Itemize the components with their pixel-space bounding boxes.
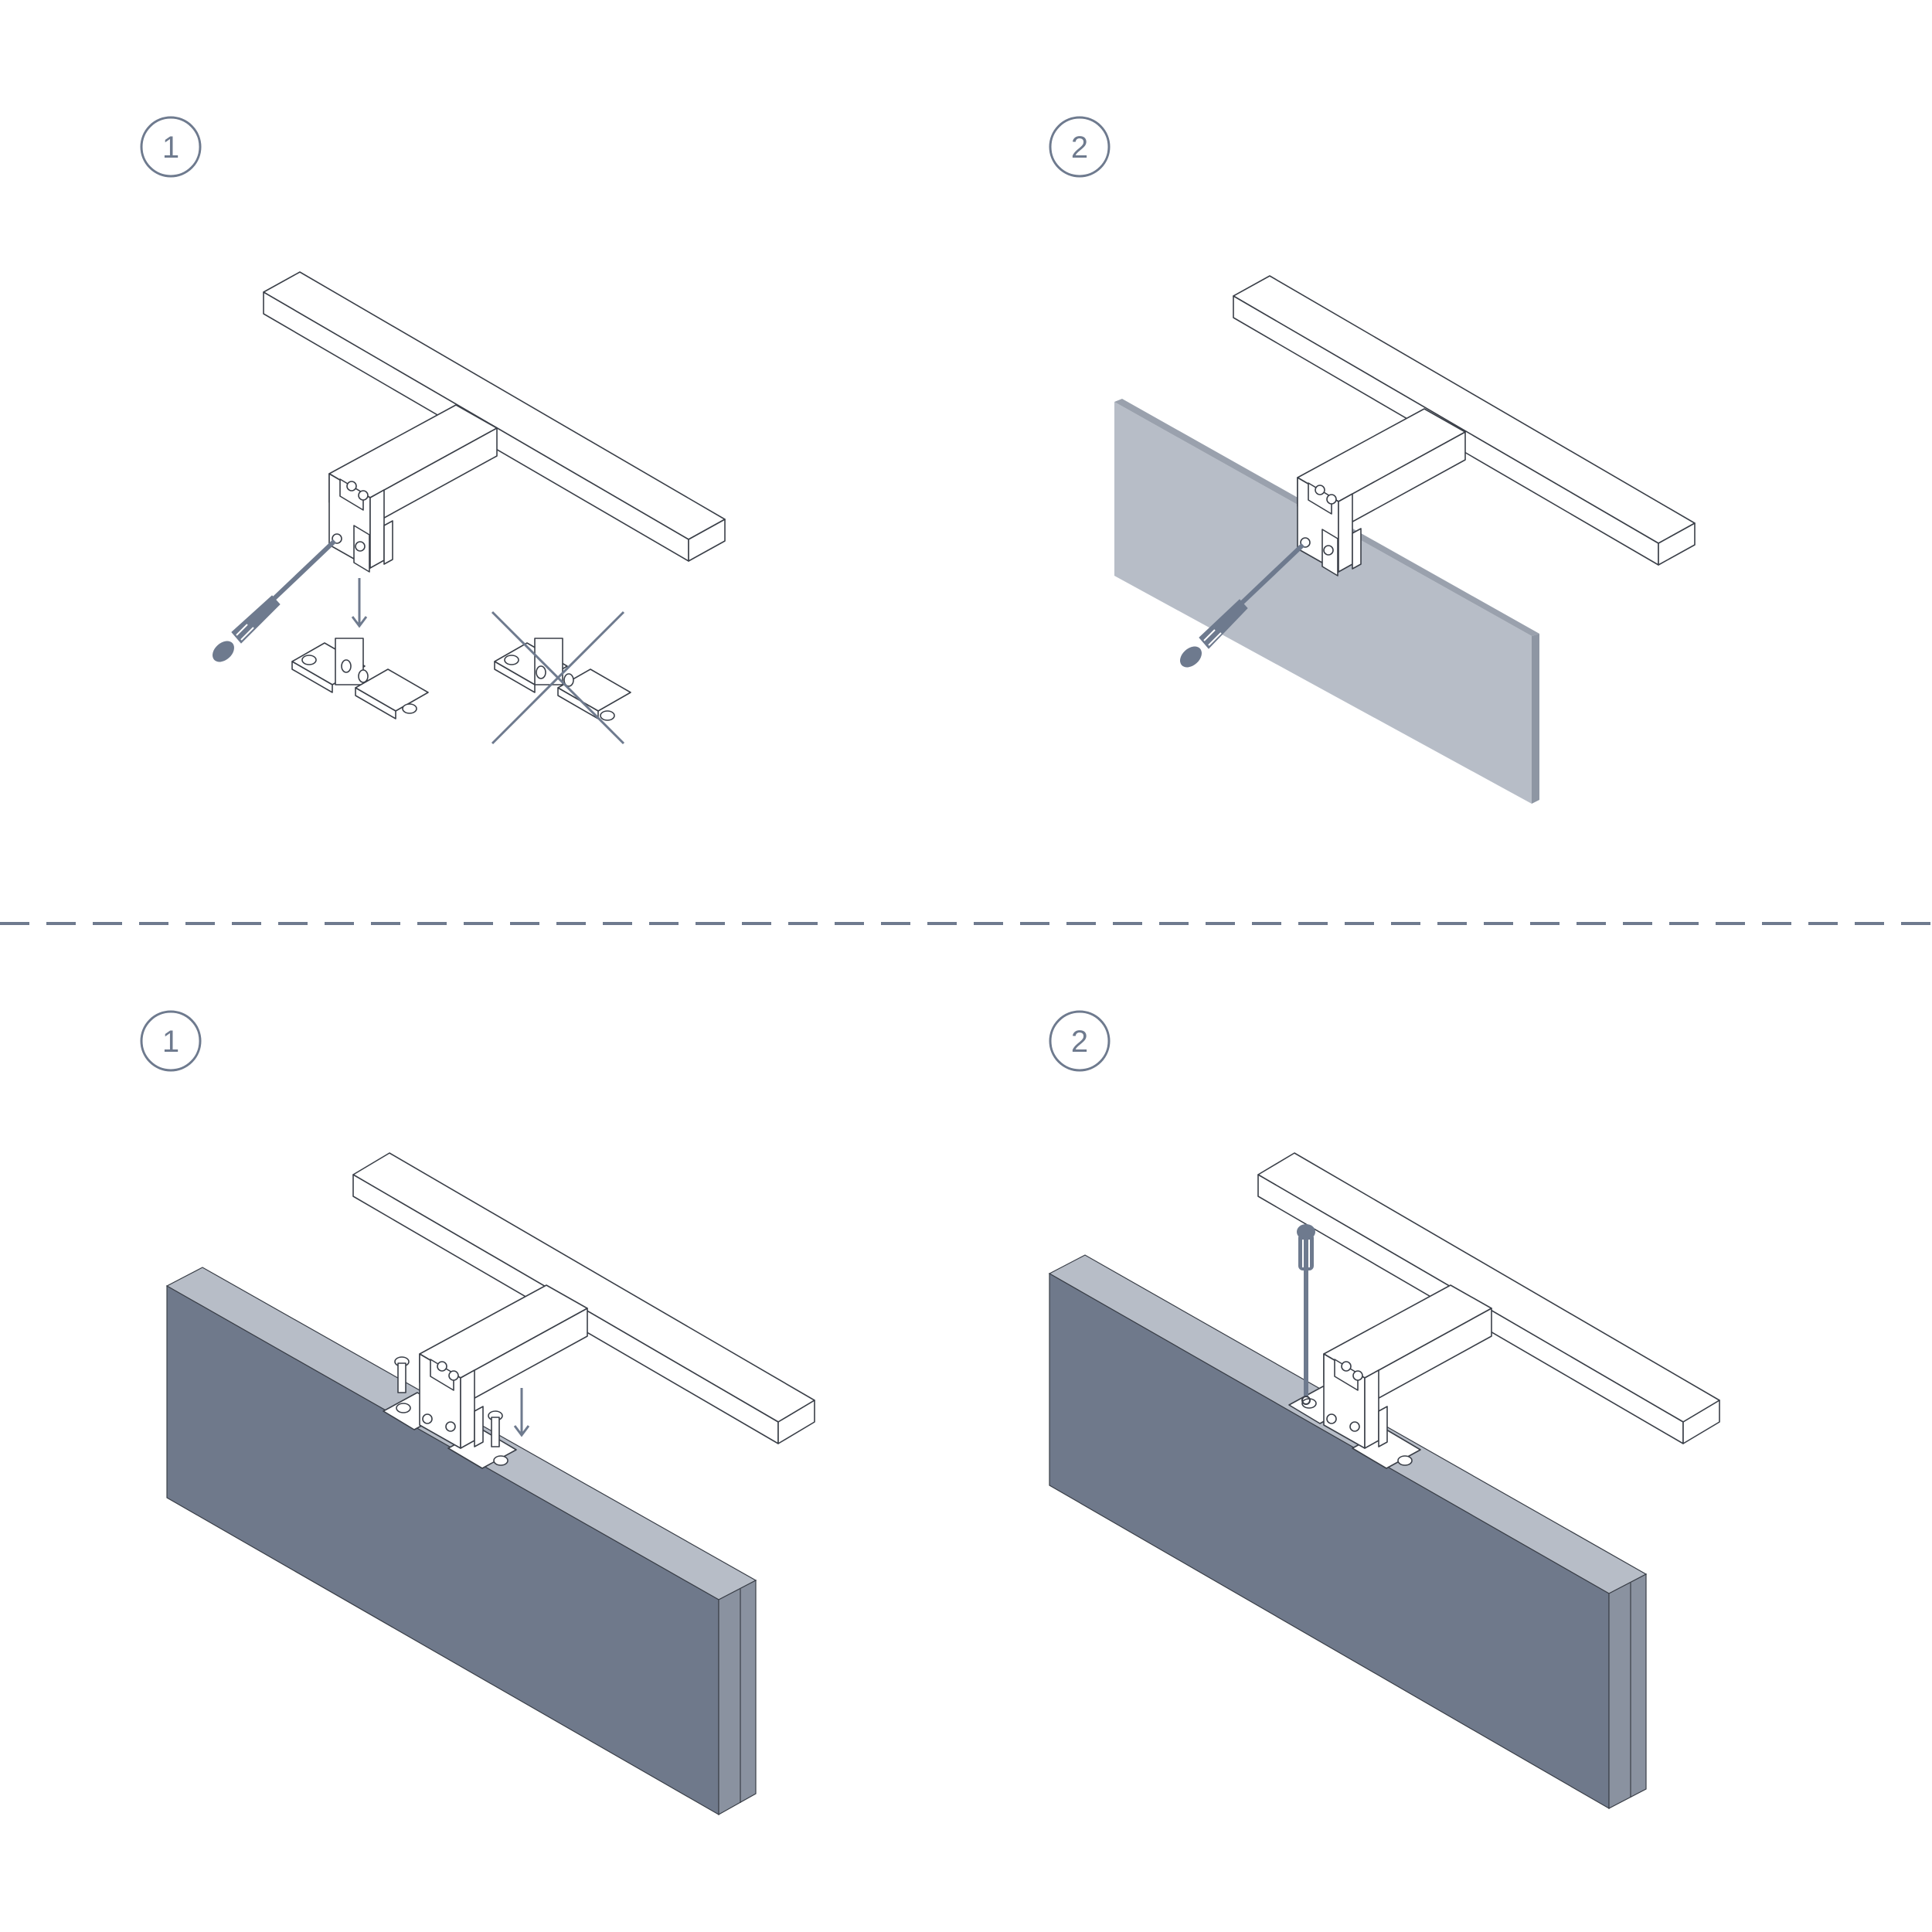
bracket-part-wrong (494, 638, 631, 721)
step-badge-bottom-right: 2 (1049, 1010, 1111, 1072)
step-badge-bottom-left: 1 (140, 1010, 202, 1072)
panel-top-right (1114, 275, 1696, 804)
screw-icon (394, 1356, 410, 1393)
mounting-clamp (419, 1353, 484, 1449)
step-badge-top-right: 2 (1049, 116, 1111, 178)
screwdriver-icon (213, 539, 337, 662)
screwdriver-icon (1297, 1224, 1315, 1405)
panel-top-left (213, 271, 726, 745)
arrow-down-icon (351, 578, 368, 628)
bracket-part (291, 638, 429, 719)
mounting-clamp (328, 473, 393, 573)
cross-out-icon (491, 611, 625, 745)
step-badge-top-left: 1 (140, 116, 202, 178)
screwdriver-icon (1180, 543, 1305, 668)
panel-bottom-left (165, 1152, 815, 1816)
mounting-clamp (1323, 1353, 1388, 1449)
step-number: 1 (162, 1025, 179, 1059)
step-number: 2 (1071, 1025, 1088, 1059)
mirror-panel (1114, 399, 1539, 804)
panel-bottom-right (1048, 1152, 1720, 1810)
screw-icon (488, 1410, 503, 1447)
step-number: 2 (1071, 131, 1088, 165)
arrow-down-icon (513, 1388, 530, 1437)
step-number: 1 (162, 131, 179, 165)
mounting-clamp (1297, 477, 1362, 577)
